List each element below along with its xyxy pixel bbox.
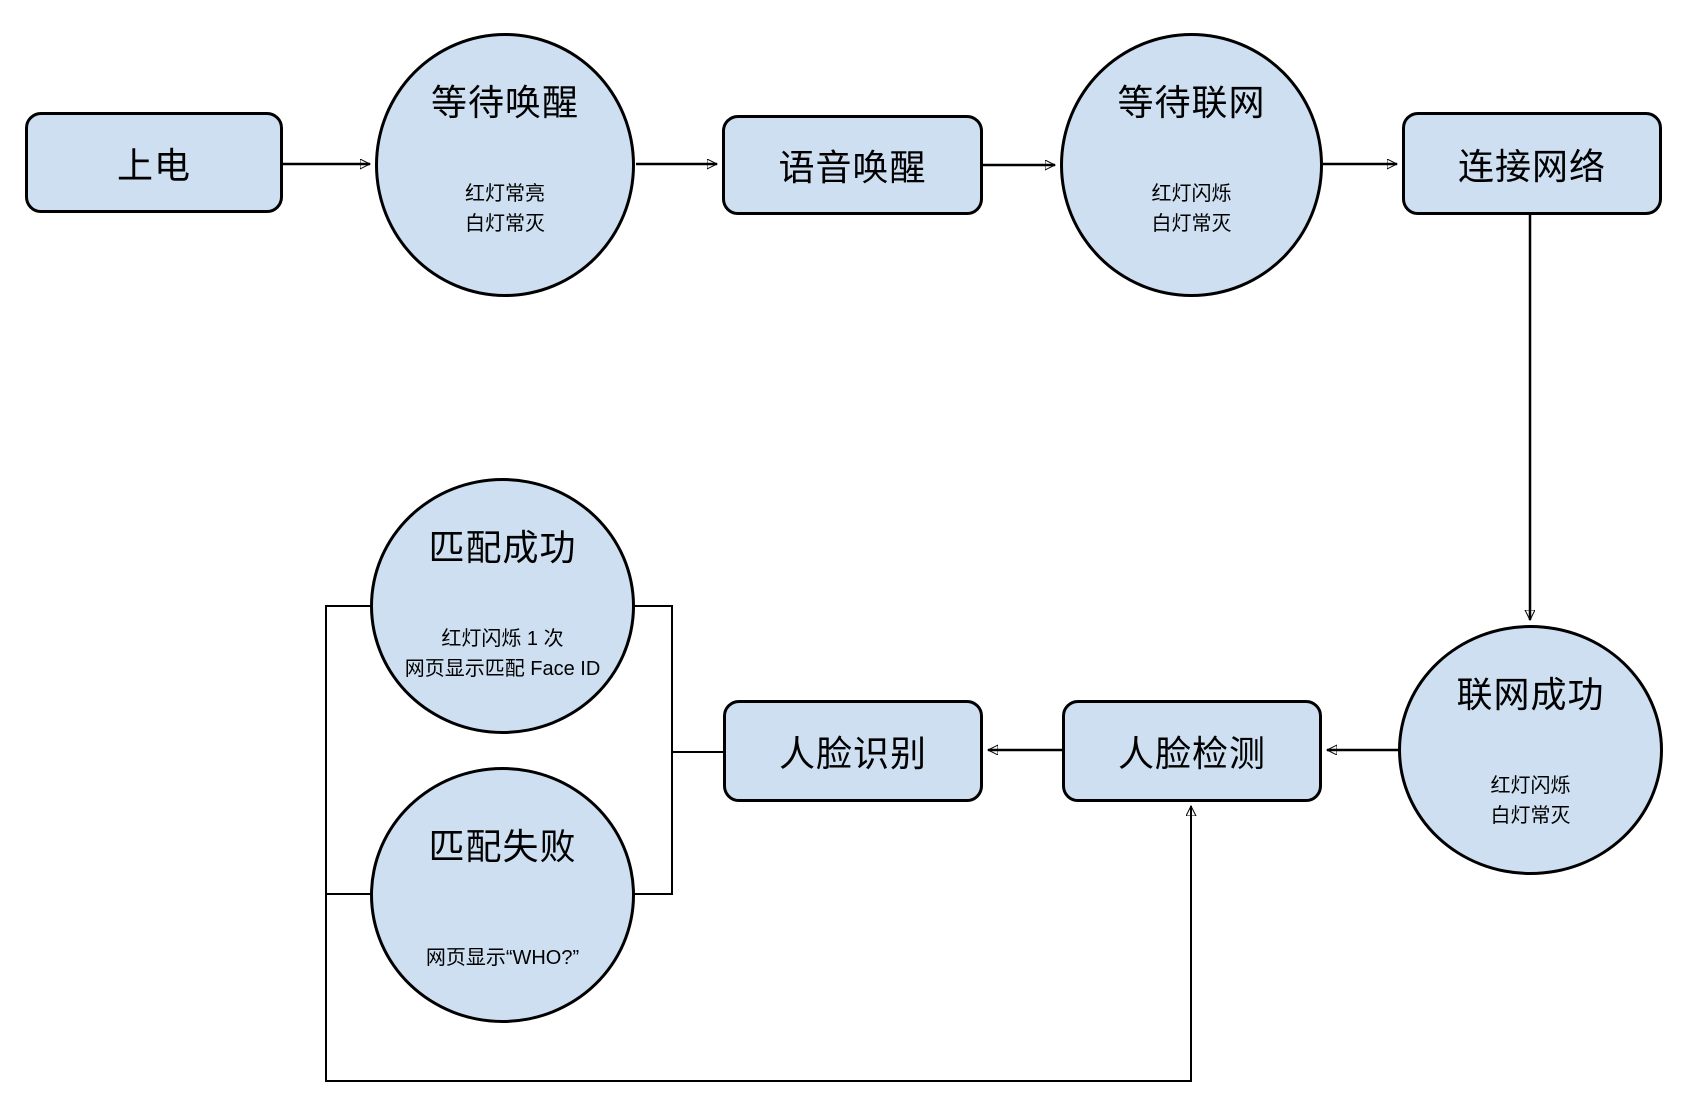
node-voice-wake-label: 语音唤醒 bbox=[778, 147, 927, 188]
node-wait-network-status: 红灯闪烁 白灯常灭 bbox=[1151, 183, 1232, 236]
node-face-recognize: 人脸识别 bbox=[723, 700, 983, 802]
node-power-on: 上电 bbox=[25, 112, 283, 213]
node-connect-network-label: 连接网络 bbox=[1457, 145, 1606, 187]
node-face-detect-label: 人脸检测 bbox=[1117, 733, 1266, 774]
node-voice-wake: 语音唤醒 bbox=[722, 115, 983, 215]
node-network-success-status: 红灯闪烁 白灯常灭 bbox=[1490, 775, 1571, 828]
node-face-recognize-label: 人脸识别 bbox=[778, 733, 927, 774]
node-match-fail: 匹配失败 网页显示“WHO?” bbox=[370, 767, 635, 1023]
node-match-fail-title: 匹配失败 bbox=[428, 826, 577, 867]
node-network-success: 联网成功 红灯闪烁 白灯常灭 bbox=[1398, 625, 1663, 875]
node-wait-network-title: 等待联网 bbox=[1117, 82, 1266, 123]
node-face-detect: 人脸检测 bbox=[1062, 700, 1322, 802]
node-wait-network: 等待联网 红灯闪烁 白灯常灭 bbox=[1060, 33, 1323, 297]
node-wait-wake-status: 红灯常亮 白灯常灭 bbox=[465, 183, 545, 236]
node-match-success-title: 匹配成功 bbox=[428, 527, 577, 568]
node-connect-network: 连接网络 bbox=[1402, 112, 1662, 215]
node-match-success-status: 红灯闪烁 1 次 网页显示匹配 Face ID bbox=[404, 628, 601, 681]
node-wait-wake-title: 等待唤醒 bbox=[430, 82, 579, 123]
node-match-success: 匹配成功 红灯闪烁 1 次 网页显示匹配 Face ID bbox=[370, 478, 635, 734]
node-network-success-title: 联网成功 bbox=[1456, 674, 1605, 715]
node-wait-wake: 等待唤醒 红灯常亮 白灯常灭 bbox=[375, 33, 635, 297]
node-power-on-label: 上电 bbox=[116, 144, 191, 186]
loop-match-to-face-detect bbox=[325, 605, 1191, 1082]
node-match-fail-status: 网页显示“WHO?” bbox=[425, 947, 580, 970]
